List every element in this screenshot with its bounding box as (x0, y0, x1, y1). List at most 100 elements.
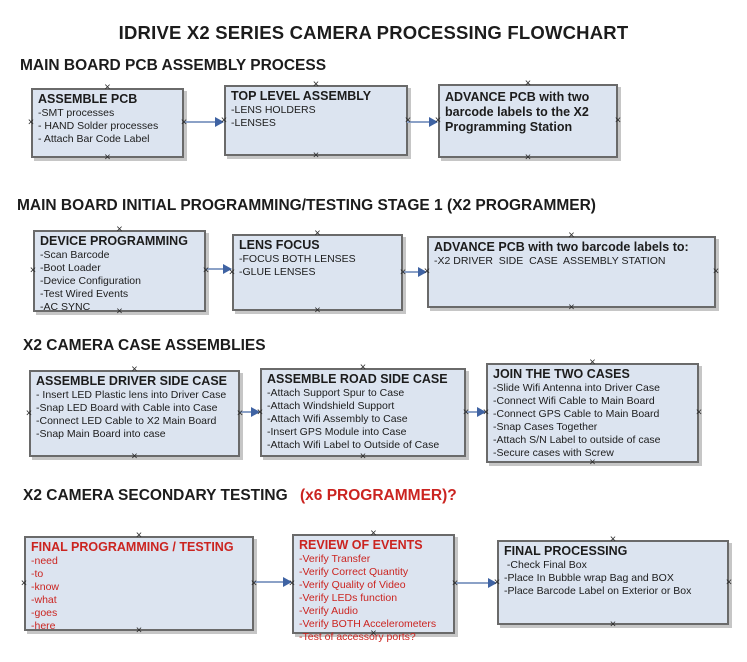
box-title: JOIN THE TWO CASES (493, 367, 630, 381)
box-item: -Boot Loader (40, 262, 101, 274)
box-title: LENS FOCUS (239, 238, 320, 252)
flow-box-final-programming-testing[interactable]: FINAL PROGRAMMING / TESTING -need-to-kno… (24, 536, 254, 632)
flow-arrow[interactable] (465, 407, 486, 417)
box-item: -Place Barcode Label on Exterior or Box (504, 585, 692, 597)
box-items: -X2 DRIVER SIDE CASE ASSEMBLY STATION (434, 255, 709, 268)
box-item: -Connect Wifi Cable to Main Board (493, 395, 655, 407)
box-item: -Test Wired Events (40, 288, 129, 300)
box-title: REVIEW OF EVENTS (299, 538, 423, 552)
box-items: - Insert LED Plastic lens into Driver Ca… (36, 389, 233, 441)
section-heading-red-part: (x6 PROGRAMMER)? (300, 487, 457, 504)
arrow-head-icon (477, 407, 486, 417)
box-item: -Verify BOTH Accelerometers (299, 618, 437, 630)
arrow-line (465, 411, 480, 413)
arrow-line (206, 268, 226, 270)
flow-box-join-the-two-cases[interactable]: JOIN THE TWO CASES -Slide Wifi Antenna i… (486, 363, 699, 463)
arrow-head-icon (488, 578, 497, 588)
box-item: -Verify LEDs function (299, 592, 398, 604)
flow-box-lens-focus[interactable]: LENS FOCUS -FOCUS BOTH LENSES-GLUE LENSE… (232, 234, 403, 311)
arrow-head-icon (223, 264, 232, 274)
page-title: IDRIVE X2 SERIES CAMERA PROCESSING FLOWC… (118, 22, 629, 43)
box-item: -Attach Wifi Label to Outside of Case (267, 439, 440, 451)
box-title: FINAL PROGRAMMING / TESTING (31, 540, 234, 554)
box-item: -FOCUS BOTH LENSES (239, 253, 356, 265)
box-items: -Check Final Box-Place In Bubble wrap Ba… (504, 559, 722, 598)
box-title: ASSEMBLE DRIVER SIDE CASE (36, 374, 228, 388)
box-items: -LENS HOLDERS-LENSES (231, 104, 401, 130)
box-title: TOP LEVEL ASSEMBLY (231, 89, 372, 103)
box-item: -here (31, 620, 56, 632)
box-item: -Verify Correct Quantity (299, 566, 409, 578)
arrow-head-icon (215, 117, 224, 127)
flow-arrow[interactable] (455, 578, 497, 588)
flow-arrow[interactable] (240, 407, 260, 417)
box-item: -Attach Windshield Support (267, 400, 395, 412)
box-item: - Insert LED Plastic lens into Driver Ca… (36, 389, 227, 401)
flow-arrow[interactable] (206, 264, 232, 274)
box-item: -Check Final Box (504, 559, 587, 571)
box-items: -Verify Transfer-Verify Correct Quantity… (299, 553, 448, 644)
box-item: -Place In Bubble wrap Bag and BOX (504, 572, 674, 584)
section-heading-pcb-assembly: MAIN BOARD PCB ASSEMBLY PROCESS (20, 57, 327, 74)
box-item: -Verify Audio (299, 605, 358, 617)
arrow-head-icon (429, 117, 438, 127)
arrow-line (402, 271, 421, 273)
box-item: -LENS HOLDERS (231, 104, 316, 116)
section-heading-black-part: X2 CAMERA SECONDARY TESTING (23, 487, 288, 504)
arrow-head-icon (251, 407, 260, 417)
box-item: -AC SYNC (40, 301, 91, 313)
flow-arrow[interactable] (407, 117, 438, 127)
box-title: FINAL PROCESSING (504, 544, 628, 558)
box-item: -what (31, 594, 57, 606)
arrow-line (254, 581, 286, 583)
arrow-line (184, 121, 218, 123)
arrow-line (407, 121, 432, 123)
box-item: -Connect LED Cable to X2 Main Board (36, 415, 217, 427)
box-item: -goes (31, 607, 58, 619)
flow-box-device-programming[interactable]: DEVICE PROGRAMMING -Scan Barcode-Boot Lo… (33, 230, 206, 314)
box-items: -Scan Barcode-Boot Loader-Device Configu… (40, 249, 199, 314)
box-items: -Slide Wifi Antenna into Driver Case-Con… (493, 382, 692, 460)
box-item: - Attach Bar Code Label (38, 133, 150, 145)
box-item: -Attach S/N Label to outside of case (493, 434, 661, 446)
box-item: -Verify Quality of Video (299, 579, 406, 591)
box-item: -Secure cases with Screw (493, 447, 614, 459)
box-item: -SMT processes (38, 107, 115, 119)
box-title: ASSEMBLE PCB (38, 92, 138, 106)
flow-box-assemble-road-side-case[interactable]: ASSEMBLE ROAD SIDE CASE -Attach Support … (260, 368, 466, 457)
flow-box-advance-pcb-programming-station[interactable]: ADVANCE PCB with two barcode labels to t… (438, 84, 618, 158)
box-item: -Snap Main Board into case (36, 428, 166, 440)
flow-box-advance-pcb-driver-side[interactable]: ADVANCE PCB with two barcode labels to: … (427, 236, 716, 308)
flow-arrow[interactable] (402, 267, 427, 277)
box-item: -need (31, 555, 58, 567)
box-item: -Device Configuration (40, 275, 141, 287)
box-item: -Attach Support Spur to Case (267, 387, 405, 399)
box-item: -Scan Barcode (40, 249, 110, 261)
box-item: -Verify Transfer (299, 553, 371, 565)
box-item: -GLUE LENSES (239, 266, 316, 278)
section-heading-secondary-testing: X2 CAMERA SECONDARY TESTING (x6 PROGRAMM… (23, 487, 457, 505)
box-item: -Slide Wifi Antenna into Driver Case (493, 382, 660, 394)
flow-box-review-of-events[interactable]: REVIEW OF EVENTS -Verify Transfer-Verify… (292, 534, 455, 643)
flow-arrow[interactable] (184, 117, 224, 127)
section-heading-initial-programming: MAIN BOARD INITIAL PROGRAMMING/TESTING S… (17, 197, 596, 214)
box-item: - HAND Solder processes (38, 120, 159, 132)
flow-box-top-level-assembly[interactable]: TOP LEVEL ASSEMBLY -LENS HOLDERS-LENSES (224, 85, 408, 156)
box-item: -X2 DRIVER SIDE CASE ASSEMBLY STATION (434, 255, 666, 267)
arrow-head-icon (283, 577, 292, 587)
flow-box-final-processing[interactable]: FINAL PROCESSING -Check Final Box-Place … (497, 540, 729, 625)
box-item: -Insert GPS Module into Case (267, 426, 407, 438)
flow-box-assemble-pcb[interactable]: ASSEMBLE PCB -SMT processes- HAND Solder… (31, 88, 184, 158)
box-title: ADVANCE PCB with two barcode labels to t… (445, 90, 590, 134)
box-item: -Snap LED Board with Cable into Case (36, 402, 218, 414)
flow-box-assemble-driver-side-case[interactable]: ASSEMBLE DRIVER SIDE CASE - Insert LED P… (29, 370, 240, 457)
flow-arrow[interactable] (254, 577, 292, 587)
box-item: -Snap Cases Together (493, 421, 598, 433)
box-item: -Test of accessory ports? (299, 631, 416, 643)
box-items: -Attach Support Spur to Case-Attach Wind… (267, 387, 459, 452)
box-item: -Attach Wifi Assembly to Case (267, 413, 408, 425)
box-item: -to (31, 568, 44, 580)
box-item: -LENSES (231, 117, 276, 129)
box-item: -know (31, 581, 60, 593)
box-title: ASSEMBLE ROAD SIDE CASE (267, 372, 448, 386)
